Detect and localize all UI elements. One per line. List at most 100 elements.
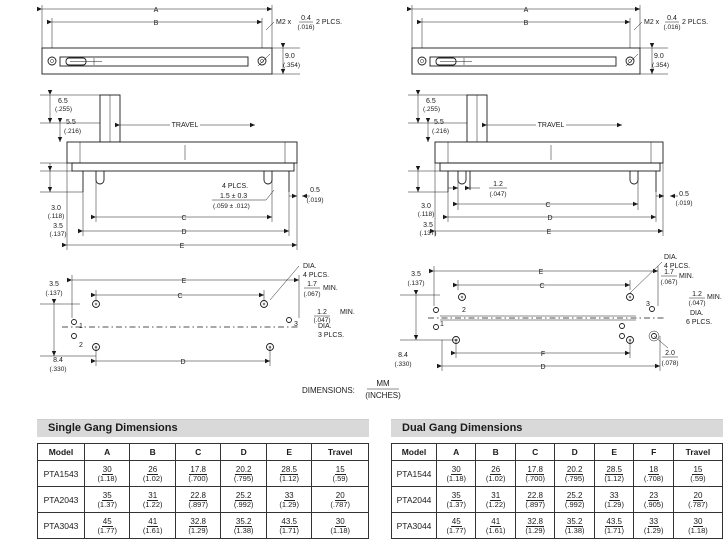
dual-d-label: D	[547, 215, 552, 222]
width-9-in: (.354)	[283, 62, 300, 69]
dim-cell: 20.2(.795)	[554, 460, 595, 487]
travel-label: TRAVEL	[172, 122, 199, 129]
dim-cell: 41(1.61)	[475, 512, 516, 539]
inch-value: (1.22)	[142, 500, 163, 510]
dual-m2-note: 2 PLCS.	[682, 19, 708, 26]
mm-value: 43.5	[605, 516, 623, 528]
dim-cell: 43.5(1.71)	[265, 512, 313, 539]
mm-value: 30	[692, 516, 704, 528]
inch-value: (1.18)	[446, 474, 467, 484]
single-gang-section: Single Gang Dimensions Model A B C D E T…	[37, 419, 369, 539]
mm-value: 20	[692, 490, 704, 502]
fp-d84-in: (.330)	[50, 366, 67, 373]
table-row: PTA3044 45(1.77) 41(1.61) 32.8(1.29) 35.…	[391, 512, 724, 539]
m2-label: M2 x	[276, 19, 292, 26]
mm-value: 25.2	[565, 490, 584, 502]
fp-d12-mm: 1.2	[317, 309, 327, 316]
mm-value: 18	[648, 464, 660, 476]
mm-value: 43.5	[280, 516, 298, 528]
mm-value: 28.5	[280, 464, 298, 476]
dim-cell: 41(1.61)	[129, 512, 176, 539]
dim-cell: 25.2(.992)	[220, 486, 267, 513]
fp-pin3: 3	[294, 321, 298, 328]
dual-d30-mm: 3.0	[421, 203, 431, 210]
mm-value: 30	[450, 464, 462, 476]
dim-cell: 30(1.18)	[83, 460, 131, 487]
mm-value: 45	[101, 516, 113, 528]
d30-in: (.118)	[48, 213, 65, 220]
dual-c-label: C	[545, 202, 550, 209]
inch-value: (1.37)	[446, 500, 467, 510]
dfp-dia: DIA.	[664, 254, 678, 261]
fp-min2: MIN.	[340, 309, 355, 316]
dim-cell: 31(1.22)	[129, 486, 176, 513]
width-9-mm: 9.0	[285, 53, 295, 60]
fp-dia3: 3 PLCS.	[318, 332, 344, 339]
d30-mm: 3.0	[51, 205, 61, 212]
dim-cell: 28.5(1.12)	[593, 460, 635, 487]
fp-pin2: 2	[79, 342, 83, 349]
dim-cell: 31(1.22)	[475, 486, 516, 513]
dfp-pin1: 1	[440, 321, 444, 328]
mm-value: 41	[147, 516, 159, 528]
mm-value: 31	[490, 490, 502, 502]
d55-mm: 5.5	[66, 119, 76, 126]
inch-value: (1.18)	[330, 526, 350, 536]
mm-value: 35	[450, 490, 462, 502]
header-cell: D	[220, 443, 267, 461]
dfp-dia6: 6 PLCS.	[686, 319, 712, 326]
dual-gang-side-view: 6.5 (.255) 5.5 (.216) TRAVEL 3.0 (.118) …	[408, 90, 693, 237]
m2-mm: 0.4	[301, 15, 311, 22]
header-cell: E	[593, 443, 635, 461]
d65-in: (.255)	[55, 106, 72, 113]
dfp-d20-mm: 2.0	[665, 350, 675, 357]
dim-cell: 25.2(.992)	[554, 486, 595, 513]
header-cell: Travel	[311, 443, 369, 461]
dual-w9-mm: 9.0	[654, 53, 664, 60]
mm-value: 33	[608, 490, 620, 502]
header-cell: D	[554, 443, 595, 461]
inch-value: (.897)	[188, 500, 208, 510]
fp-d12-in: (.047)	[314, 317, 331, 324]
dfp-d17-mm: 1.7	[664, 269, 674, 276]
inch-value: (1.71)	[279, 526, 299, 536]
dim-cell: 22.8(.897)	[514, 486, 556, 513]
dimension-drawing: A B 9.0 (.354) M2 x 0.4 (.016) 2 PLCS. 6…	[37, 5, 722, 400]
dual-d05-in: (.019)	[676, 200, 693, 207]
table-row: PTA1544 30(1.18) 26(1.02) 17.8(.700) 20.…	[391, 460, 724, 487]
mm-value: 32.8	[189, 516, 207, 528]
dual-d12-in: (.047)	[490, 191, 507, 198]
inch-value: (.905)	[643, 500, 664, 510]
d35-mm: 3.5	[53, 223, 63, 230]
pin-in: (.059 ± .012)	[213, 203, 250, 210]
d65-mm: 6.5	[58, 98, 68, 105]
dim-cell: 33(1.29)	[265, 486, 313, 513]
dim-cell: 45(1.77)	[435, 512, 477, 539]
inch-value: (.795)	[233, 474, 254, 484]
d35-in: (.137)	[50, 231, 67, 238]
single-gang-footprint: E C 3.5 (.137) 8.4 (.330) 1 2 3 DIA. 4 P…	[40, 263, 355, 373]
dfp-d84-mm: 8.4	[398, 352, 408, 359]
inch-value: (.708)	[643, 474, 664, 484]
mm-value: 25.2	[234, 490, 253, 502]
model-cell: PTA3043	[37, 512, 85, 539]
inch-value: (.59)	[690, 474, 706, 484]
inch-value: (1.29)	[279, 500, 299, 510]
mm-value: 35	[101, 490, 113, 502]
table-row: PTA3043 45(1.77) 41(1.61) 32.8(1.29) 35.…	[37, 512, 369, 539]
dual-dim-a: A	[524, 7, 529, 14]
mm-value: 20.2	[234, 464, 253, 476]
dual-travel: TRAVEL	[538, 122, 565, 129]
dim-cell: 30(1.18)	[672, 512, 724, 539]
mm-value: 45	[450, 516, 462, 528]
header-cell: B	[475, 443, 516, 461]
dim-cell: 35(1.37)	[435, 486, 477, 513]
inch-value: (1.71)	[604, 526, 624, 536]
dual-d35-in: (.137)	[420, 230, 437, 237]
inch-value: (1.29)	[604, 500, 624, 510]
single-gang-body: PTA1543 30(1.18) 26(1.02) 17.8(.700) 20.…	[37, 460, 369, 539]
table-row: PTA1543 30(1.18) 26(1.02) 17.8(.700) 20.…	[37, 460, 369, 487]
inch-value: (.992)	[233, 500, 254, 510]
dual-gang-section: Dual Gang Dimensions Model A B C D E F T…	[391, 419, 724, 539]
inch-value: (1.12)	[279, 474, 299, 484]
